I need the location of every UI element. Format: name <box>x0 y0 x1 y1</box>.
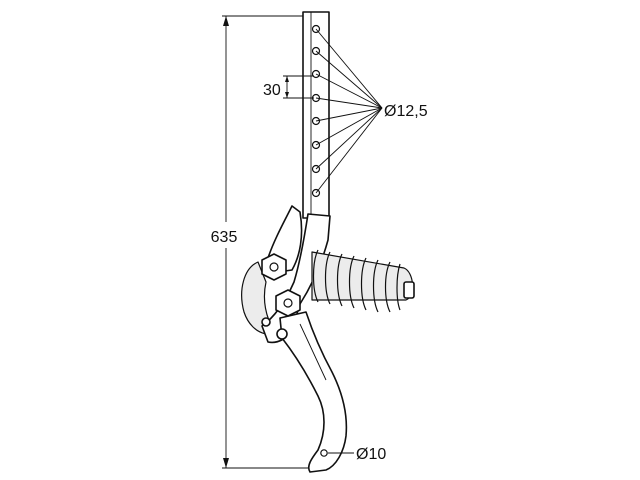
hole-diameter-label: Ø12,5 <box>384 103 428 120</box>
spring-coil <box>311 249 415 313</box>
bolt-head-lower <box>275 289 301 317</box>
tip-hole-diameter-label: Ø10 <box>356 446 386 463</box>
overall-length-label: 635 <box>211 229 238 246</box>
hole-diameter-leaders: Ø12,5 <box>315 28 428 194</box>
adjustment-bar <box>302 11 330 219</box>
hole-7 <box>311 164 321 174</box>
hole-8 <box>311 188 321 198</box>
hole-2 <box>311 46 321 56</box>
pivot-pin <box>261 317 271 327</box>
hole-1 <box>311 24 321 34</box>
adjustment-holes <box>311 24 321 198</box>
clamp-assembly <box>241 205 415 473</box>
overall-length-dimension: 635 <box>205 15 318 469</box>
bolt-head-left <box>261 253 287 281</box>
hole-3 <box>311 69 321 79</box>
hole-spacing-dimension: 30 <box>263 75 314 99</box>
lever-pin <box>276 328 288 340</box>
hole-6 <box>311 140 321 150</box>
hole-5 <box>311 116 321 126</box>
tip-hole <box>320 449 328 457</box>
hole-spacing-label: 30 <box>263 82 281 99</box>
tip-hole-dimension: Ø10 <box>320 446 386 463</box>
